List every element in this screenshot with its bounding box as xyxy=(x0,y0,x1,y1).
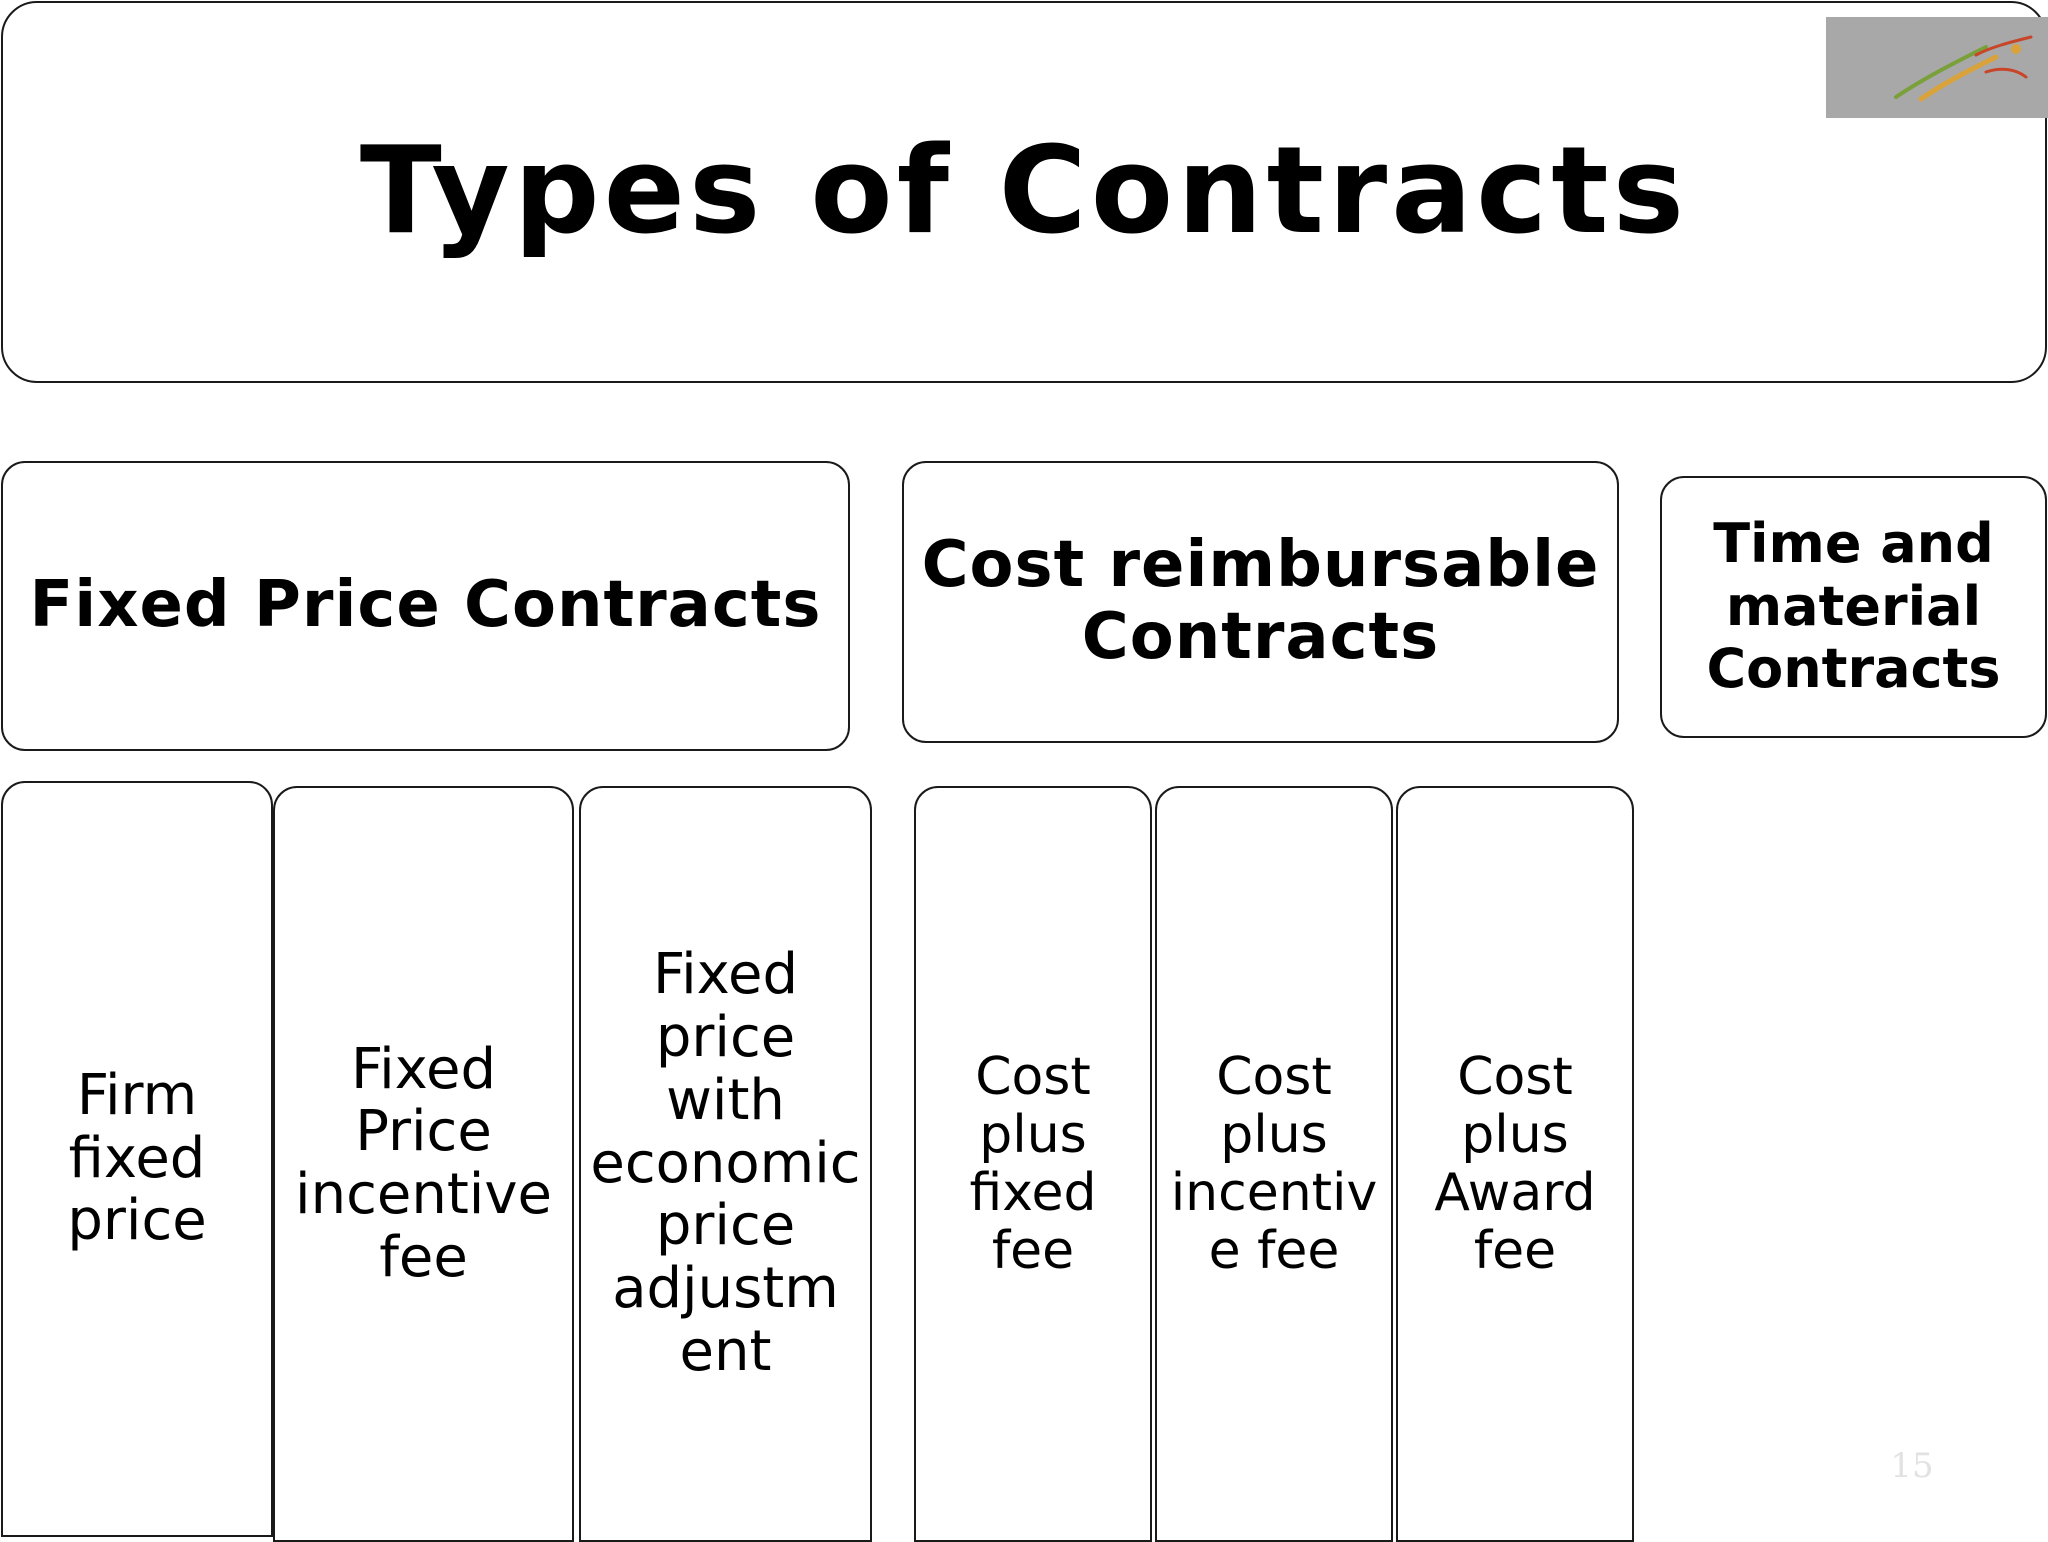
subtype-fixed-price-incentive-fee: Fixed Price incentive fee xyxy=(273,786,574,1542)
page-number: 15 xyxy=(1890,1446,1934,1486)
category-label: Cost reimbursable Contracts xyxy=(921,528,1600,674)
running-figure-logo-icon xyxy=(1826,17,2048,118)
subtype-cost-plus-fixed-fee: Cost plus fixed fee xyxy=(914,786,1152,1542)
subtype-cost-plus-award-fee: Cost plus Award fee xyxy=(1396,786,1634,1542)
subtype-cost-plus-incentive-fee: Cost plus incentiv e fee xyxy=(1155,786,1393,1542)
logo-graphic xyxy=(1894,35,2033,102)
subtype-label: Firm fixed price xyxy=(67,1062,207,1254)
slide-title: Types of Contracts xyxy=(359,121,1689,261)
title-box: Types of Contracts xyxy=(1,1,2047,383)
subtype-label: Fixed Price incentive fee xyxy=(295,1036,552,1290)
subtype-label: Cost plus Award fee xyxy=(1434,1046,1596,1282)
subtype-label: Cost plus incentiv e fee xyxy=(1170,1046,1378,1282)
category-label: Time and material Contracts xyxy=(1706,512,2001,701)
category-fixed-price: Fixed Price Contracts xyxy=(1,461,850,751)
subtype-label: Fixed price with economic price adjustm … xyxy=(590,942,861,1384)
category-label: Fixed Price Contracts xyxy=(29,568,822,643)
category-time-and-material: Time and material Contracts xyxy=(1660,476,2047,738)
subtype-firm-fixed-price: Firm fixed price xyxy=(1,781,273,1537)
subtype-label: Cost plus fixed fee xyxy=(969,1046,1097,1282)
category-cost-reimbursable: Cost reimbursable Contracts xyxy=(902,461,1619,743)
subtype-fixed-price-economic-adjustment: Fixed price with economic price adjustm … xyxy=(579,786,872,1542)
